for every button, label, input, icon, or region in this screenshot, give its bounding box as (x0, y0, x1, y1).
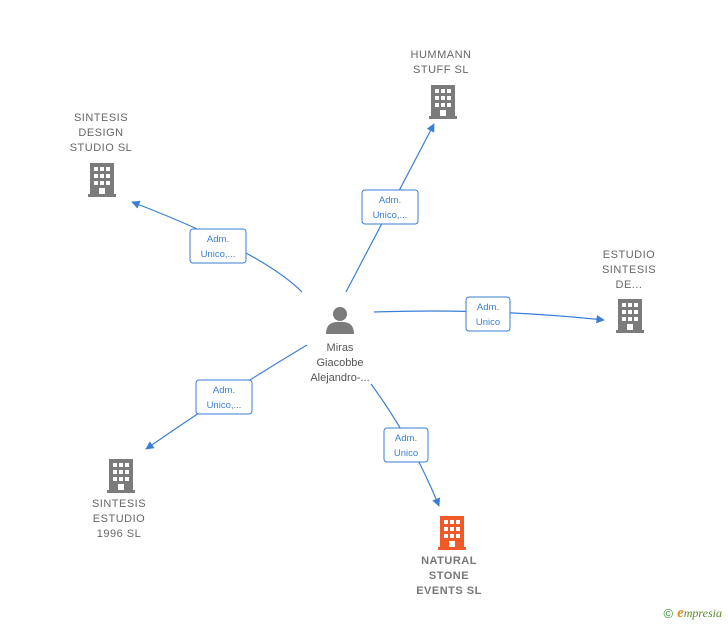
edge-label-text: Unico (476, 317, 500, 328)
person-label-line: Miras (327, 342, 354, 354)
person-icon (326, 307, 354, 334)
edge-label-text: Adm. (213, 385, 235, 396)
company-label-line: NATURAL (421, 555, 477, 567)
building-icon (429, 85, 457, 119)
edge-label-box-hummann[interactable] (361, 189, 419, 225)
company-node-estudio-sintesis[interactable]: ESTUDIO SINTESIS DE... (602, 249, 656, 333)
edge-estudio-sintesis: Adm. Unico (373, 296, 605, 332)
edge-label-box-natural-stone[interactable] (383, 427, 429, 463)
building-icon (616, 299, 644, 333)
edge-label-text: Unico,... (373, 210, 408, 221)
edge-hummann: Adm. Unico,... (345, 123, 435, 293)
edge-label-text: Unico,... (201, 249, 236, 260)
company-label-line: STUDIO SL (70, 142, 133, 154)
person-node[interactable]: MirasGiacobbeAlejandro-... (310, 307, 370, 384)
person-label-line: Giacobbe (316, 357, 363, 369)
copyright-icon: © (663, 606, 674, 621)
edge-sintesis-estudio: Adm. Unico,... (145, 344, 308, 450)
company-label-line: EVENTS SL (416, 585, 482, 597)
edge-label-text: Adm. (207, 234, 229, 245)
building-icon (88, 163, 116, 197)
edge-natural-stone: Adm. Unico (370, 383, 441, 507)
company-label-line: STONE (429, 570, 469, 582)
building-icon (107, 459, 135, 493)
company-label-line: HUMMANN (411, 49, 472, 61)
edges-layer: Adm.Unico,...Adm.Unico,...Adm.UnicoAdm.U… (131, 123, 605, 507)
brand-logo[interactable]: empresia (677, 605, 722, 621)
company-label-line: ESTUDIO (603, 249, 655, 261)
company-label-line: 1996 SL (97, 528, 141, 540)
company-label-line: SINTESIS (92, 498, 146, 510)
company-label-line: SINTESIS (602, 264, 656, 276)
company-label-line: STUFF SL (413, 64, 469, 76)
edge-sintesis-design: Adm. Unico,... (131, 200, 303, 293)
company-node-sintesis-estudio[interactable]: SINTESIS ESTUDIO 1996 SL (92, 459, 146, 540)
company-node-sintesis-design[interactable]: SINTESIS DESIGN STUDIO SL (70, 112, 133, 197)
edge-label-box-estudio-sintesis[interactable] (465, 296, 511, 332)
edge-label-text: Adm. (379, 195, 401, 206)
company-node-natural-stone[interactable]: NATURAL STONE EVENTS SL (416, 516, 482, 597)
edge-label-text: Unico,... (207, 400, 242, 411)
building-icon (438, 516, 466, 550)
footer-brand: © empresia (664, 605, 723, 622)
edge-label-text: Unico (394, 448, 418, 459)
company-node-hummann[interactable]: HUMMANN STUFF SL (411, 49, 472, 119)
company-label-line: SINTESIS (74, 112, 128, 124)
company-label-line: DESIGN (78, 127, 123, 139)
edge-label-text: Adm. (395, 433, 417, 444)
person-label-line: Alejandro-... (310, 372, 369, 384)
edge-label-text: Adm. (477, 302, 499, 313)
edge-label-box-sintesis-design[interactable] (189, 228, 247, 264)
company-label-line: ESTUDIO (93, 513, 145, 525)
edge-label-box-sintesis-estudio[interactable] (195, 379, 253, 415)
company-label-line: DE... (616, 279, 643, 291)
